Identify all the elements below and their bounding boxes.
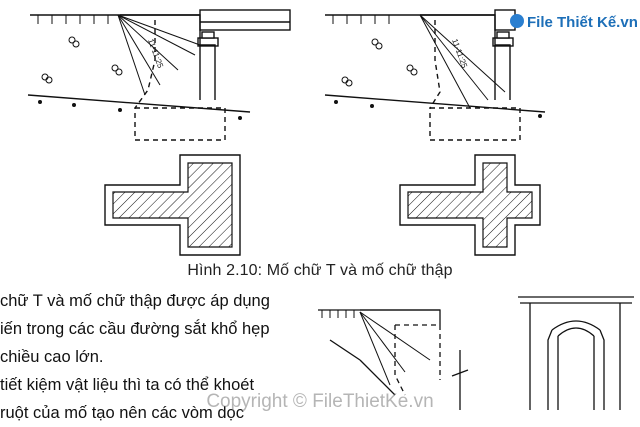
body-text-line: iến trong các cầu đường sắt khổ hẹp	[0, 320, 270, 338]
body-text: chữ T và mố chữ thập được áp dụng iến tr…	[0, 287, 300, 427]
right-abutment-elevation	[324, 9, 546, 141]
figure-caption: Hình 2.10: Mố chữ T và mố chữ thập	[187, 262, 453, 279]
cross-shape-plan	[399, 154, 541, 256]
bottom-section-drawing	[318, 309, 469, 410]
front-view-arch	[518, 296, 634, 410]
filethietke-logo-icon	[510, 14, 524, 28]
watermark-bottom: Copyright © FileThietKe.vn	[206, 391, 434, 412]
watermark-top: File Thiết Kế.vn	[510, 14, 638, 31]
body-text-line: chiều cao lớn.	[0, 348, 104, 366]
dim-label-right: 11-11:25	[450, 38, 469, 70]
watermark-top-text: File Thiết Kế.vn	[527, 14, 638, 31]
dim-label-left: 11-11:25	[146, 38, 165, 70]
left-abutment-elevation	[27, 9, 291, 141]
body-text-line: tiết kiệm vật liệu thì ta có thể khoét	[0, 376, 255, 394]
t-shape-plan	[104, 154, 241, 256]
body-text-line: ruột của mố tạo nên các vòm dọc	[0, 404, 244, 422]
body-text-line: chữ T và mố chữ thập được áp dụng	[0, 292, 270, 310]
